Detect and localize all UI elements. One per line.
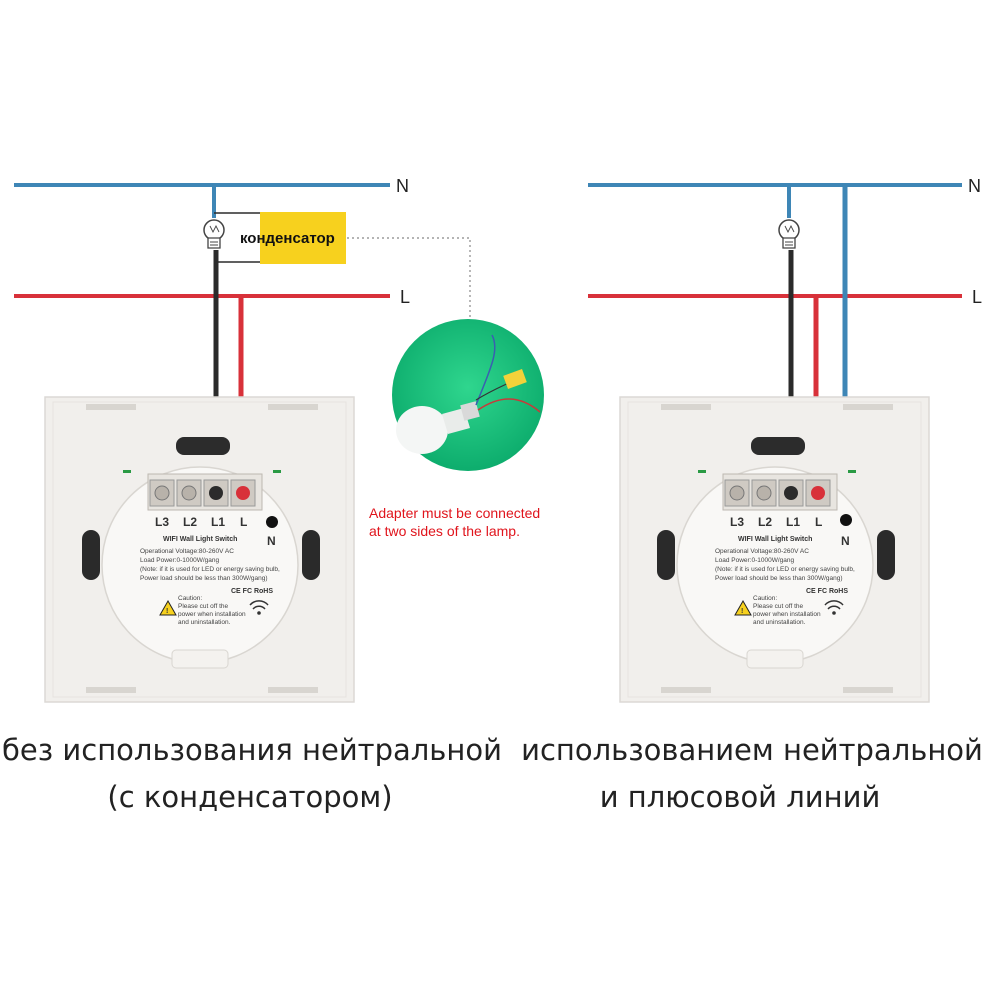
right-caption-line2: и плюсовой линий: [600, 780, 881, 814]
left-switch-cert: CE FC RoHS: [231, 588, 273, 595]
left-terminal-label-l2: L2: [183, 515, 197, 529]
adapter-pointer: [347, 237, 471, 355]
adapter-photo: Adapter must be connected at two sides o…: [369, 319, 544, 539]
left-capacitor-wires: [214, 212, 262, 263]
left-terminal-label-l1: L1: [211, 515, 225, 529]
right-switch-voltage: Operational Voltage:80-260V AC: [715, 548, 809, 555]
left-caption-line2: (с конденсатором): [107, 780, 392, 814]
adapter-block: [503, 369, 527, 389]
right-bulb-icon: [778, 219, 800, 249]
left-switch: L3 L2 L1 L N WIFI Wall Light Switch Oper…: [44, 396, 355, 703]
left-diagram: N L конденсатор: [14, 176, 471, 703]
warning-triangle-icon: !: [734, 599, 752, 616]
left-caution-title: Caution:: [178, 595, 202, 602]
svg-text:!: !: [741, 608, 743, 615]
left-caution-1: Please cut off the: [178, 603, 228, 610]
wifi-icon: [824, 600, 844, 615]
left-terminal-label-l3: L3: [155, 515, 169, 529]
left-terminal-label-l: L: [240, 515, 247, 529]
left-switch-voltage: Operational Voltage:80-260V AC: [140, 548, 234, 555]
capacitor-label: конденсатор: [240, 230, 335, 247]
left-caution-3: and uninstallation.: [178, 619, 231, 626]
left-caution-2: power when installation: [178, 611, 246, 618]
right-switch-note1: (Note: if it is used for LED or energy s…: [715, 566, 855, 573]
right-switch-note2: Power load should be less than 300W/gang…: [715, 575, 843, 582]
left-caption-line1: без использования нейтральной: [2, 733, 502, 767]
right-switch-title: WIFI Wall Light Switch: [738, 536, 812, 543]
left-terminal-label-n: N: [267, 534, 276, 548]
right-diagram: N L: [588, 176, 982, 703]
right-switch: L3 L2 L1 L N WIFI Wall Light Switch Oper…: [619, 396, 930, 703]
left-neutral-label: N: [396, 176, 409, 196]
left-switch-note1: (Note: if it is used for LED or energy s…: [140, 566, 280, 573]
adapter-note-line1: Adapter must be connected: [369, 505, 540, 521]
warning-triangle-icon: !: [159, 599, 177, 616]
right-neutral-label: N: [968, 176, 981, 196]
capacitor-box: [260, 212, 346, 264]
right-caption-line1: использованием нейтральной: [521, 733, 983, 767]
right-live-label: L: [972, 287, 982, 307]
left-switch-title: WIFI Wall Light Switch: [163, 536, 237, 543]
right-terminal-label-l1: L1: [786, 515, 800, 529]
wifi-icon: [249, 600, 269, 615]
right-caution-3: and uninstallation.: [753, 619, 806, 626]
left-live-label: L: [400, 287, 410, 307]
left-switch-note2: Power load should be less than 300W/gang…: [140, 575, 268, 582]
right-terminal-label-l2: L2: [758, 515, 772, 529]
left-switch-power: Load Power:0-1000W/gang: [140, 557, 220, 564]
right-caution-title: Caution:: [753, 595, 777, 602]
left-bulb-icon: [203, 219, 225, 249]
right-caution-2: power when installation: [753, 611, 821, 618]
adapter-note-line2: at two sides of the lamp.: [369, 523, 520, 539]
led-bulb-icon: [396, 406, 448, 454]
right-caution-1: Please cut off the: [753, 603, 803, 610]
right-terminal-label-l: L: [815, 515, 822, 529]
right-terminal-label-n: N: [841, 534, 850, 548]
svg-text:!: !: [166, 608, 168, 615]
right-terminal-label-l3: L3: [730, 515, 744, 529]
right-switch-cert: CE FC RoHS: [806, 588, 848, 595]
right-switch-power: Load Power:0-1000W/gang: [715, 557, 795, 564]
